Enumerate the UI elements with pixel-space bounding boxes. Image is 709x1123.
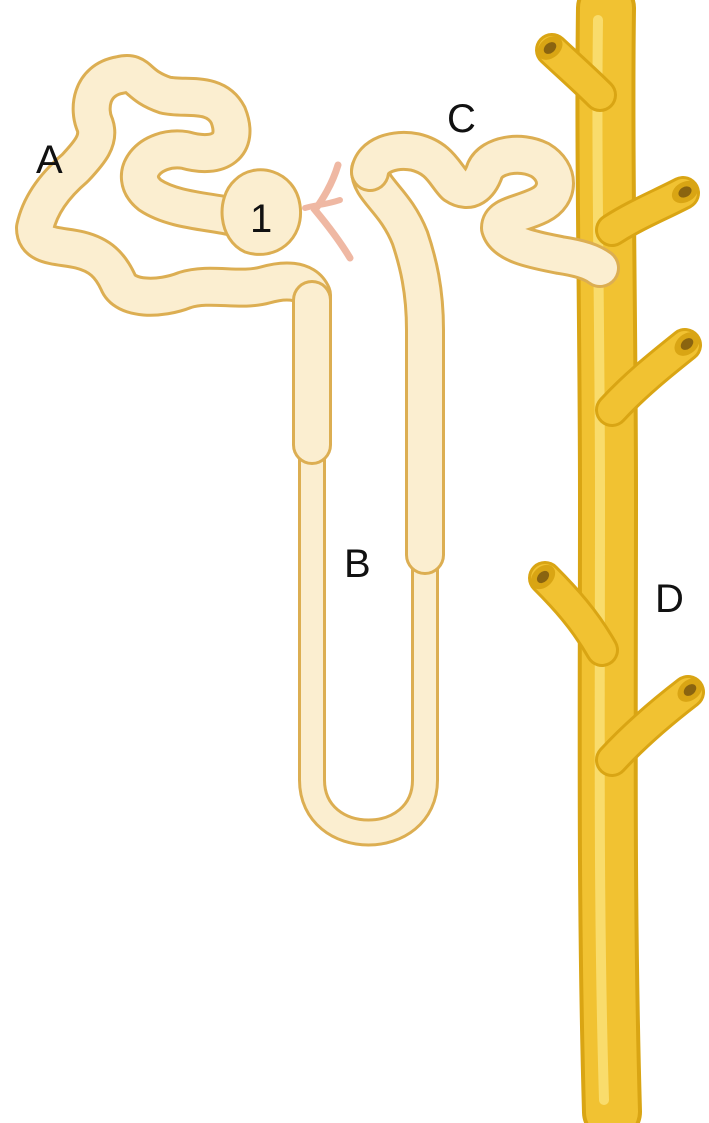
- label-b: B: [344, 542, 371, 586]
- loop-of-henle: [312, 170, 425, 833]
- label-one: 1: [250, 197, 272, 241]
- label-d: D: [655, 577, 684, 621]
- collecting-duct-trunk: [605, 8, 612, 1112]
- proximal-convoluted-tubule: [35, 74, 312, 440]
- label-a: A: [36, 138, 63, 182]
- thick-ascending-limb-fill: [370, 170, 425, 555]
- label-c: C: [447, 97, 476, 141]
- blood-vessel: [315, 165, 350, 258]
- glomerular-capsule: [222, 170, 340, 255]
